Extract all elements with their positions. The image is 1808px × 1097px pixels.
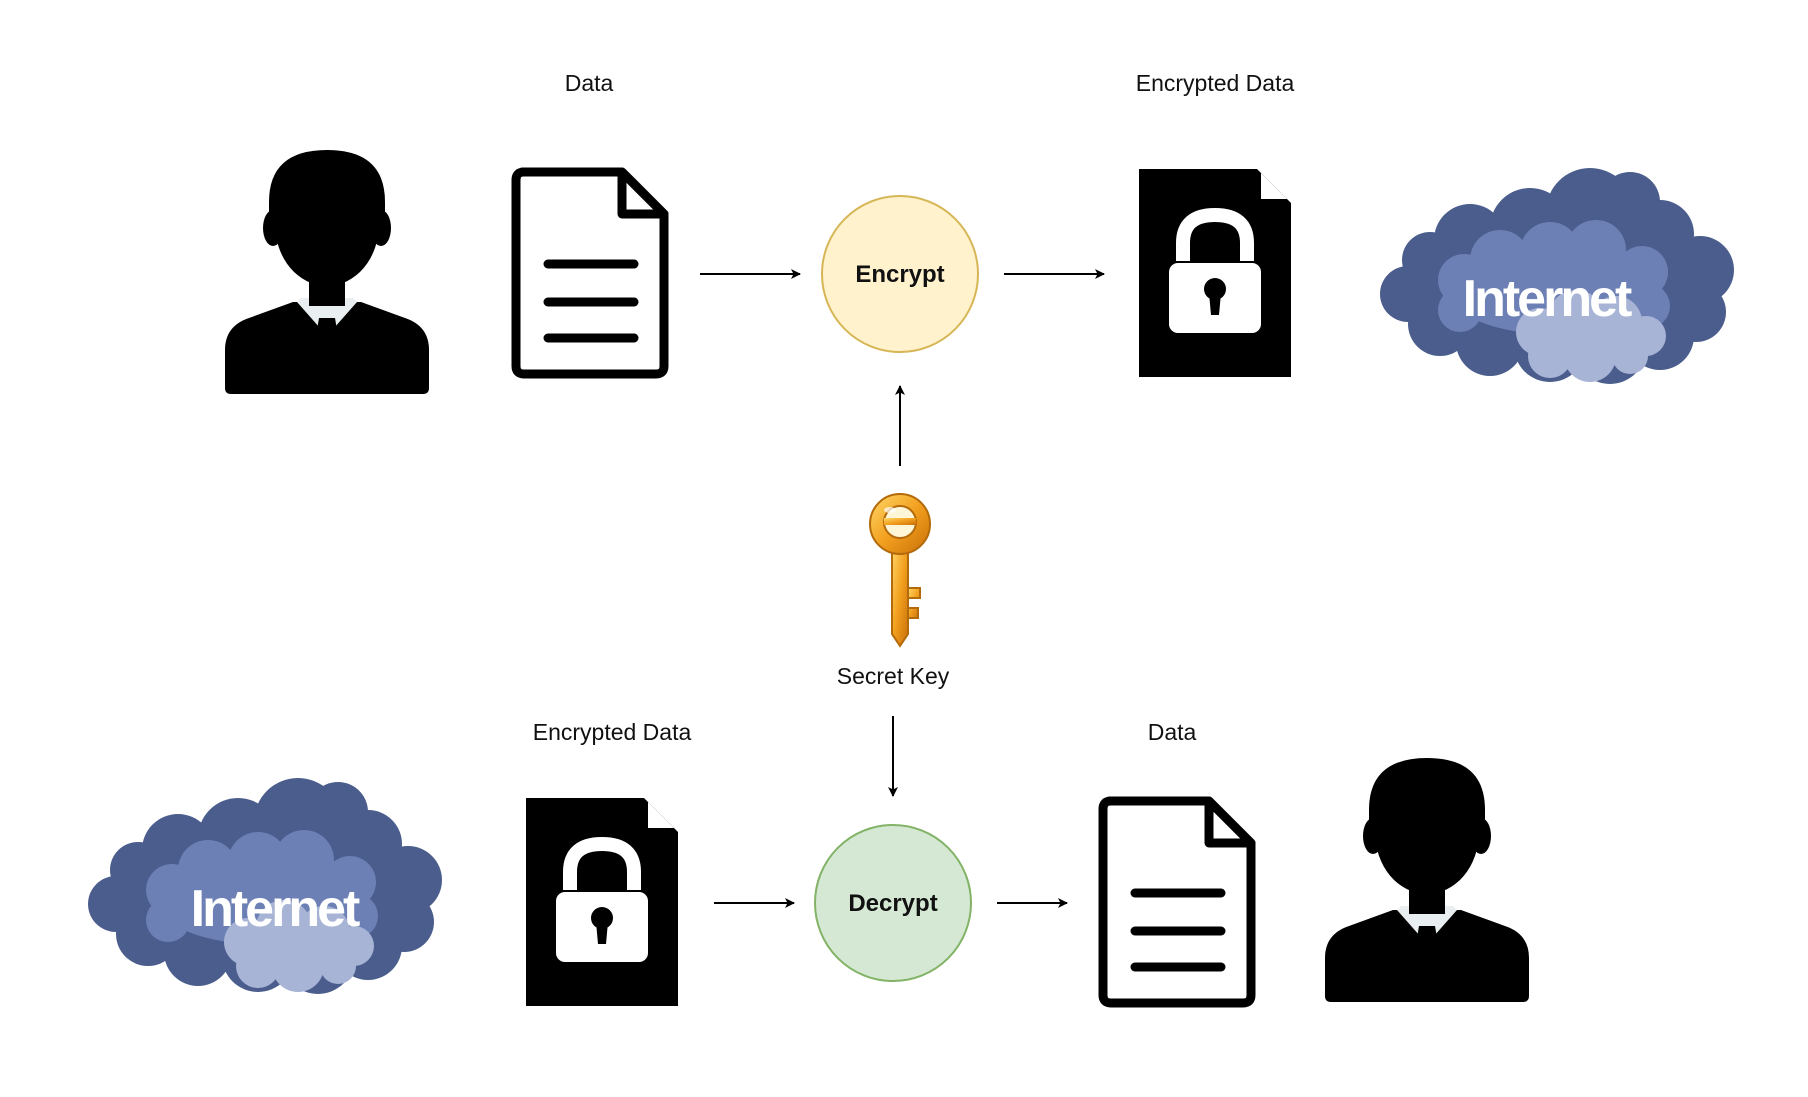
bottom-internet-label: Internet <box>191 880 360 938</box>
bottom-document-icon <box>1103 801 1251 1003</box>
decrypt-label: Decrypt <box>848 890 937 917</box>
encrypt-node: Encrypt <box>821 195 979 353</box>
bottom-locked-document-icon <box>526 798 678 1006</box>
secret-key-icon <box>869 493 931 647</box>
decrypt-node: Decrypt <box>814 824 972 982</box>
decrypt-circle <box>814 824 972 982</box>
secret-key-label: Secret Key <box>837 663 950 689</box>
bottom-data-label: Data <box>1148 719 1197 745</box>
top-encrypted-data-label: Encrypted Data <box>1136 70 1295 96</box>
top-internet-label: Internet <box>1463 270 1632 328</box>
top-data-label: Data <box>565 70 614 96</box>
sender-person-icon: .sender .suit, .sender .lapel { fill: #2… <box>225 150 429 394</box>
receiver-person-icon: .receiver .suit { fill: #2c5a4a; } .rece… <box>1325 758 1529 1002</box>
encrypt-circle <box>821 195 979 353</box>
bottom-encrypted-data-label: Encrypted Data <box>533 719 692 745</box>
encrypt-label: Encrypt <box>855 261 944 288</box>
top-document-icon <box>516 172 664 374</box>
top-locked-document-icon <box>1139 169 1291 377</box>
